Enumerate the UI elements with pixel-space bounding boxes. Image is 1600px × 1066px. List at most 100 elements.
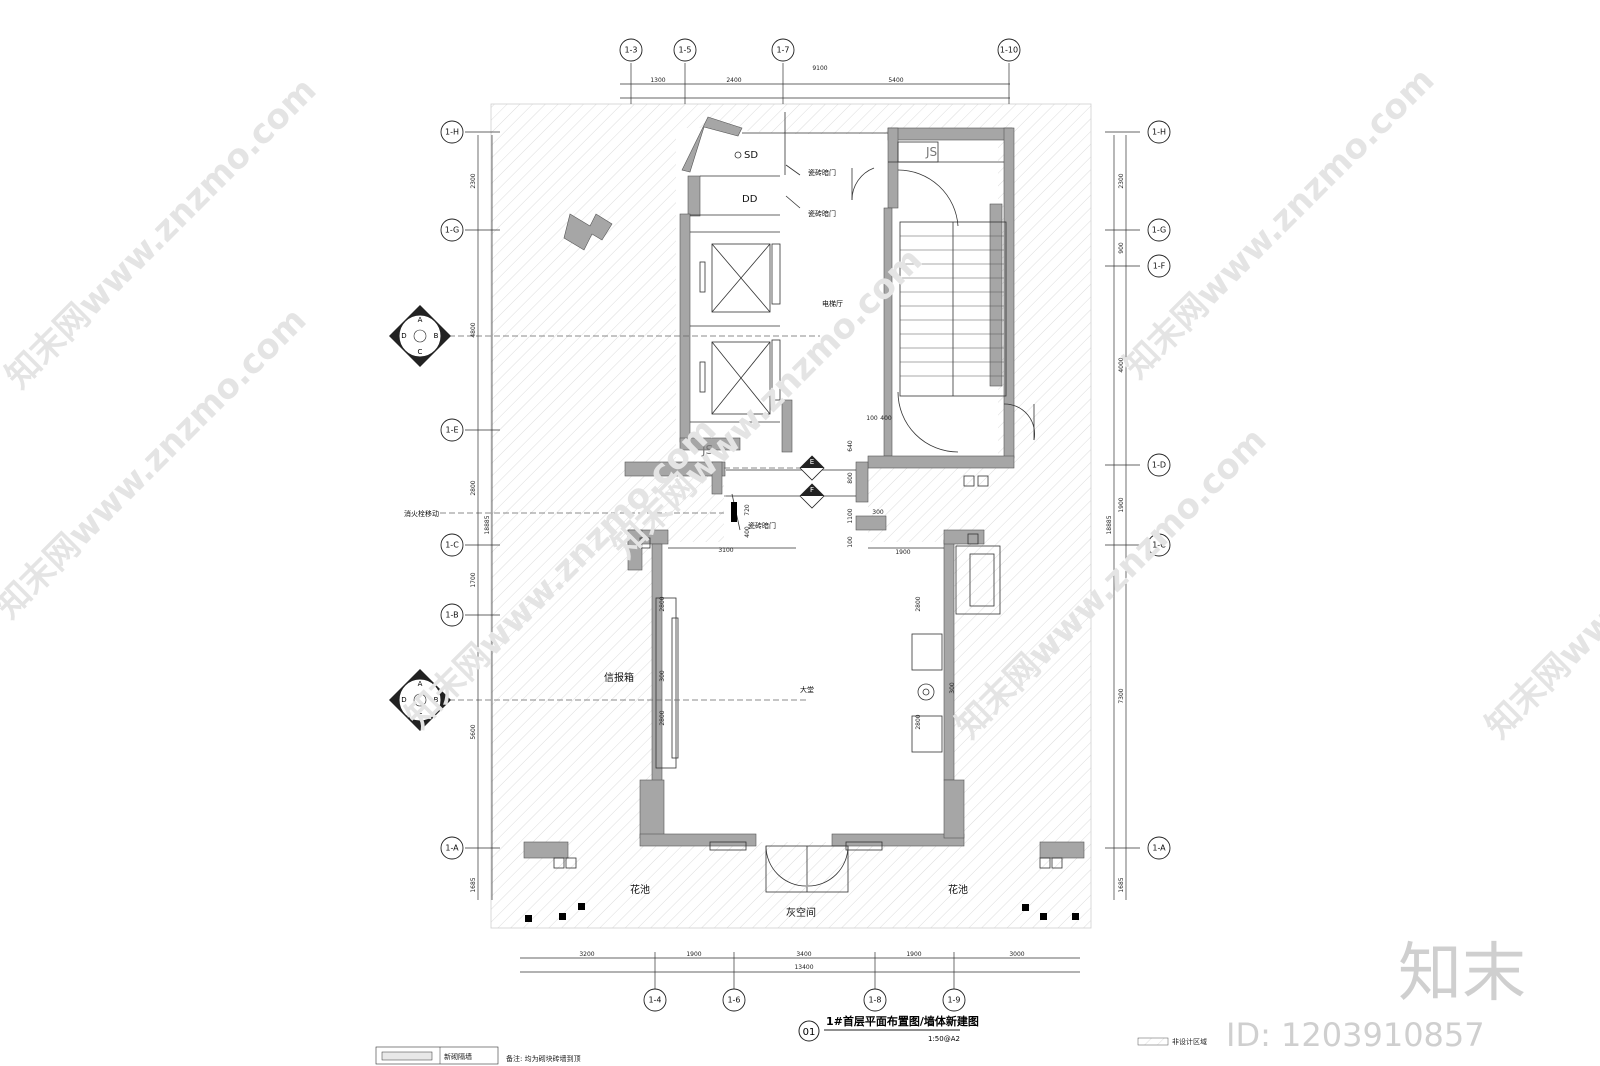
- dim-inner-10: 800: [847, 472, 854, 484]
- dim-inner-11: 1100: [847, 508, 854, 523]
- dim-top-2: 2400: [726, 77, 741, 84]
- grid-bubbles: [440, 38, 1171, 1012]
- grid-leaders: [465, 63, 1140, 990]
- grid-left-5: 1-B: [445, 611, 458, 620]
- room-labels: SD DD JS JS 瓷砖暗门 瓷砖暗门 瓷砖暗门 电梯厅 消火栓移动 信报箱…: [404, 145, 968, 919]
- label-js-bottom: JS: [701, 443, 713, 457]
- grid-right-5: 1-C: [1152, 541, 1166, 550]
- grid-left-3: 1-E: [445, 426, 458, 435]
- dim-left-6: 1685: [470, 877, 477, 892]
- label-lobby: 大堂: [800, 685, 814, 694]
- dim-inner-14: 400: [880, 415, 892, 422]
- dim-top-total: 9100: [812, 65, 827, 72]
- ref1-d: D: [401, 332, 406, 340]
- label-dd: DD: [742, 194, 758, 205]
- dim-inner-13: 100: [866, 415, 878, 422]
- grid-bottom-2: 1-6: [727, 996, 740, 1005]
- grid-right-2: 1-G: [1152, 226, 1166, 235]
- dim-left-1: 2300: [470, 173, 477, 188]
- dim-left-2: 4800: [470, 322, 477, 337]
- dim-right-2: 900: [1118, 242, 1125, 254]
- dim-inner-2: 1900: [895, 549, 910, 556]
- grid-bottom-1: 1-4: [648, 996, 661, 1005]
- dim-inner-6: 2800: [915, 714, 922, 729]
- dimension-texts: 1300 2400 5400 9100 3200 1900 3400 1900 …: [470, 65, 1125, 971]
- grid-right-1: 1-H: [1152, 128, 1166, 137]
- title-text: 1#首层平面布置图/墙体新建图: [826, 1014, 979, 1028]
- grid-top-1: 1-3: [624, 46, 637, 55]
- dim-right-6: 1685: [1118, 877, 1125, 892]
- grid-labels: 1-3 1-5 1-7 1-10 1-4 1-6 1-8 1-9 1-H 1-G…: [445, 46, 1166, 1005]
- dim-inner-17: 400: [744, 526, 751, 538]
- grid-left-2: 1-G: [445, 226, 459, 235]
- dim-right-total: 18885: [1106, 515, 1113, 534]
- ref1-a: A: [418, 316, 423, 324]
- label-door-2: 瓷砖暗门: [808, 209, 836, 218]
- dim-bottom-total: 13400: [794, 964, 813, 971]
- grid-left-6: 1-A: [445, 844, 459, 853]
- legend: 新砌隔墙 备注: 均为砌块砖墙到顶 非设计区域: [375, 1037, 1207, 1065]
- grey-space-blocks: [525, 502, 1079, 922]
- walls: [523, 116, 1085, 859]
- title-scale: 1:50@A2: [928, 1035, 960, 1043]
- ref2-d: D: [401, 696, 406, 704]
- legend-new-wall: 新砌隔墙: [444, 1052, 472, 1061]
- dim-inner-8: 300: [949, 682, 956, 694]
- legend-design-area: 非设计区域: [1172, 1037, 1207, 1046]
- label-grey-space: 灰空间: [786, 906, 816, 919]
- dim-inner-9: 640: [847, 440, 854, 452]
- title-number: 01: [803, 1027, 816, 1038]
- label-sd: SD: [744, 150, 758, 161]
- ref2-a: A: [418, 680, 423, 688]
- label-door-3: 瓷砖暗门: [748, 521, 776, 530]
- dim-right-4: 1900: [1118, 497, 1125, 512]
- dim-left-4: 1700: [470, 572, 477, 587]
- interior-spaces: [655, 128, 998, 842]
- brand-mark: 知末 ID: 1203910857: [1226, 937, 1526, 1054]
- elevation-ref-1: A B C D: [389, 305, 451, 367]
- dim-inner-5: 2800: [915, 596, 922, 611]
- dim-bottom-4: 1900: [906, 951, 921, 958]
- label-planter-left: 花池: [630, 883, 650, 896]
- ref2-b: B: [434, 696, 439, 704]
- dim-left-3: 2800: [470, 480, 477, 495]
- grid-right-6: 1-A: [1152, 844, 1166, 853]
- grid-top-4: 1-10: [1000, 46, 1018, 55]
- label-door-1: 瓷砖暗门: [808, 168, 836, 177]
- dim-bottom-2: 1900: [686, 951, 701, 958]
- marker-e: E: [810, 458, 814, 466]
- ref1-b: B: [434, 332, 439, 340]
- grid-bottom-4: 1-9: [947, 996, 960, 1005]
- grid-left-1: 1-H: [445, 128, 459, 137]
- dim-inner-16: 720: [744, 504, 751, 516]
- dim-left-total: 18885: [484, 515, 491, 534]
- dim-inner-15: 100: [847, 536, 854, 548]
- brand-id: ID: 1203910857: [1226, 1016, 1485, 1054]
- label-elevator-hall: 电梯厅: [822, 299, 843, 308]
- ref1-c: C: [418, 348, 423, 356]
- dim-bottom-1: 3200: [579, 951, 594, 958]
- dim-bottom-3: 3400: [796, 951, 811, 958]
- dim-inner-4: 2800: [659, 710, 666, 725]
- legend-note: 备注: 均为砌块砖墙到顶: [506, 1054, 581, 1063]
- dim-right-5: 7300: [1118, 688, 1125, 703]
- label-js-top: JS: [925, 145, 937, 159]
- dim-top-3: 5400: [888, 77, 903, 84]
- drawing-title: 01 1#首层平面布置图/墙体新建图 1:50@A2: [798, 1014, 979, 1043]
- grid-top-2: 1-5: [678, 46, 691, 55]
- dim-right-3: 4000: [1118, 357, 1125, 372]
- label-mailbox: 信报箱: [604, 671, 634, 684]
- section-markers: E F: [799, 455, 825, 509]
- dim-inner-7: 300: [659, 670, 666, 682]
- grid-bottom-3: 1-8: [868, 996, 881, 1005]
- dim-left-5: 5600: [470, 724, 477, 739]
- grid-right-3: 1-F: [1153, 262, 1166, 271]
- dim-inner-12: 300: [872, 509, 884, 516]
- watermark-6: 知末网www.znzmo.com: [1478, 420, 1600, 746]
- dim-right-1: 2300: [1118, 173, 1125, 188]
- label-hydrant: 消火栓移动: [404, 509, 439, 518]
- grid-left-4: 1-C: [445, 541, 459, 550]
- marker-f: F: [810, 486, 814, 494]
- grid-top-3: 1-7: [776, 46, 789, 55]
